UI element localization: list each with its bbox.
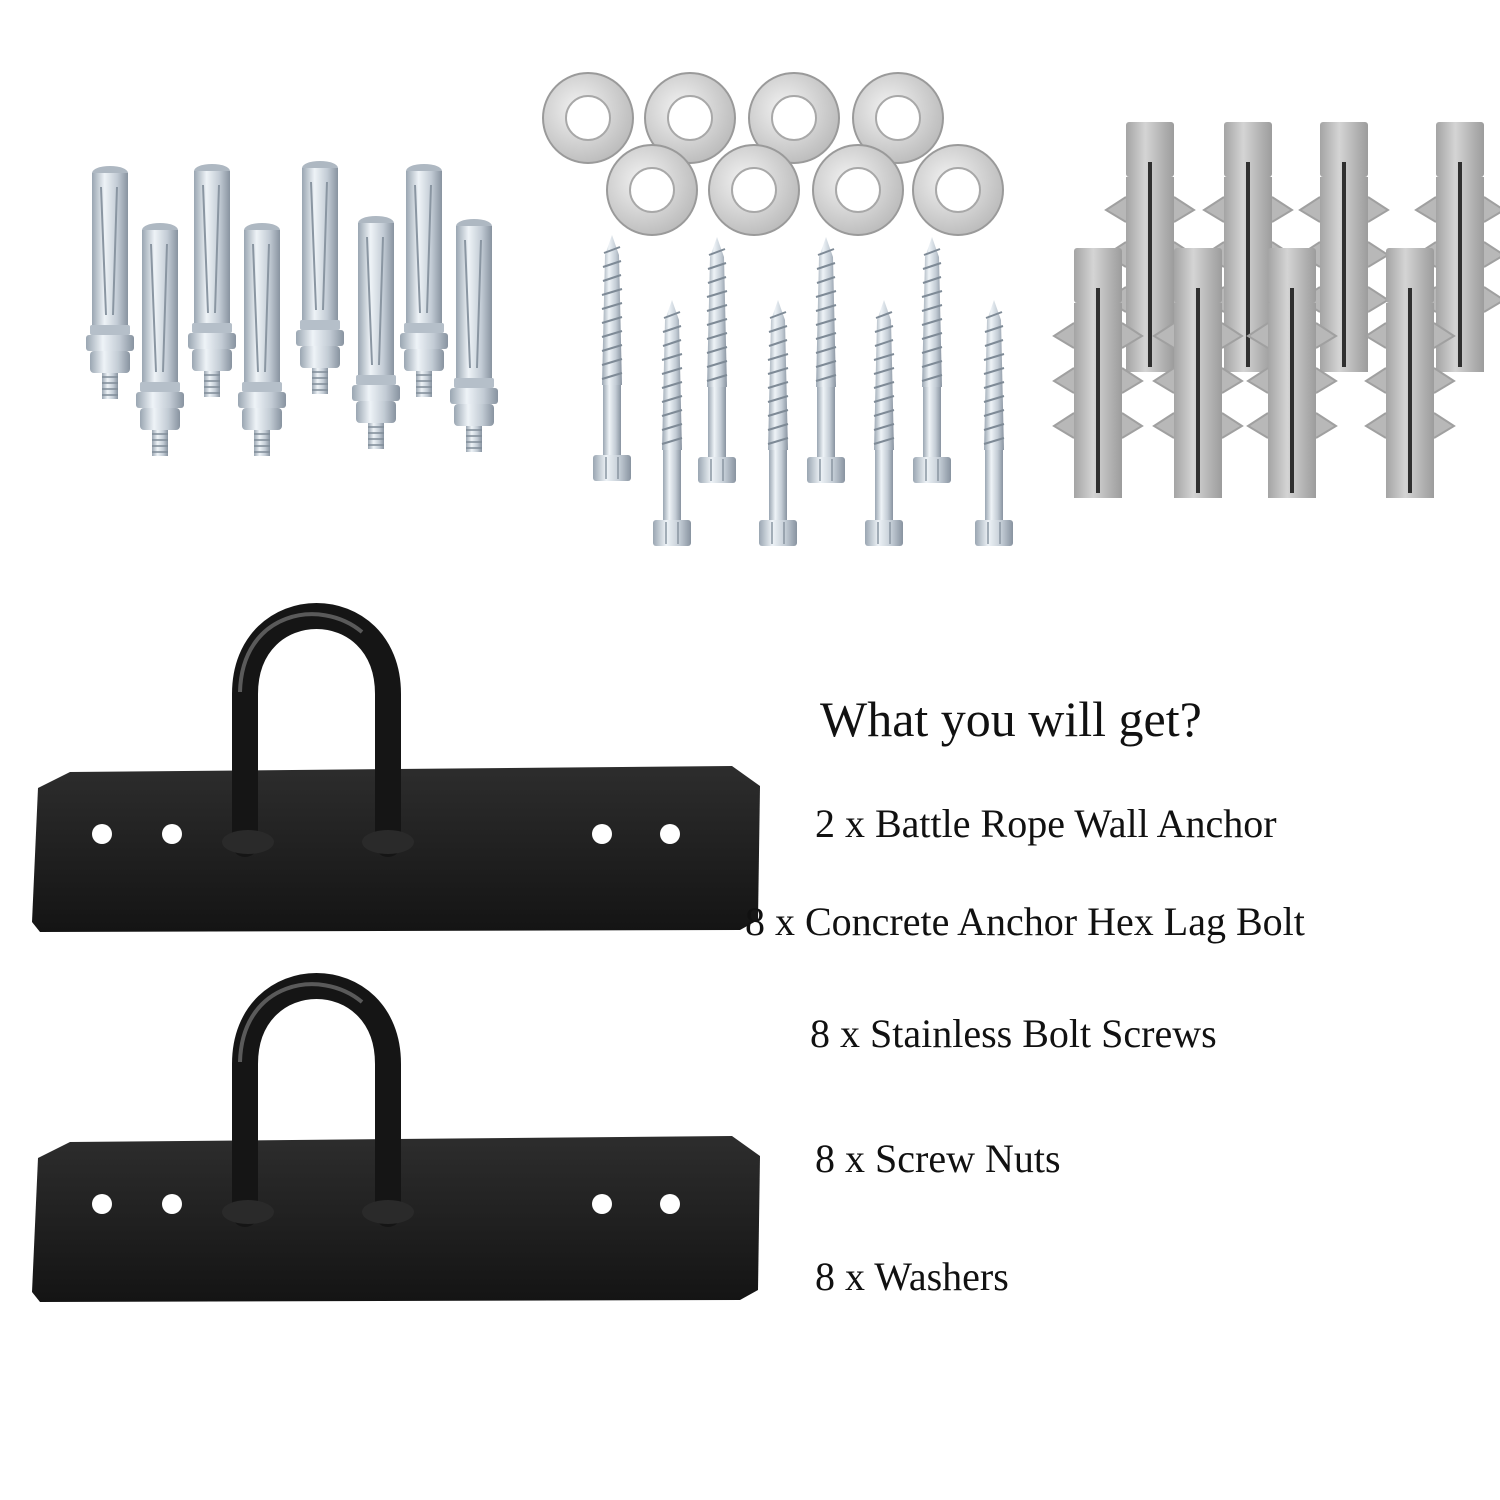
expansion-bolt	[85, 165, 135, 400]
lag-screw	[592, 234, 632, 482]
washer	[852, 72, 944, 164]
expansion-bolt	[135, 222, 185, 457]
expansion-bolt	[351, 215, 401, 450]
washer	[912, 144, 1004, 236]
expansion-bolt	[237, 222, 287, 457]
lag-screw	[806, 236, 846, 484]
expansion-bolt	[295, 160, 345, 395]
expansion-bolt	[449, 218, 499, 453]
contents-heading: What you will get?	[820, 691, 1202, 747]
lag-screw	[974, 299, 1014, 547]
lag-screw	[652, 299, 692, 547]
wall-plugs	[1053, 121, 1500, 499]
contents-item: 8 x Washers	[815, 1254, 1009, 1299]
contents-item: 8 x Concrete Anchor Hex Lag Bolt	[745, 899, 1305, 944]
lag-screw	[912, 236, 952, 484]
expansion-bolt	[187, 163, 237, 398]
lag-screw	[697, 236, 737, 484]
contents-item: 8 x Stainless Bolt Screws	[810, 1011, 1217, 1056]
expansion-bolts	[85, 160, 499, 457]
washer	[644, 72, 736, 164]
washer	[606, 144, 698, 236]
washer	[812, 144, 904, 236]
contents-item: 8 x Screw Nuts	[815, 1136, 1061, 1181]
washers	[542, 72, 1004, 236]
lag-screw	[758, 299, 798, 547]
lag-screw	[864, 299, 904, 547]
washer	[542, 72, 634, 164]
lag-screws	[592, 234, 1014, 547]
contents-item: 2 x Battle Rope Wall Anchor	[815, 801, 1277, 846]
expansion-bolt	[399, 163, 449, 398]
washer	[748, 72, 840, 164]
wall-anchor-plate	[32, 614, 760, 932]
washer	[708, 144, 800, 236]
wall-anchor-plate	[32, 984, 760, 1302]
